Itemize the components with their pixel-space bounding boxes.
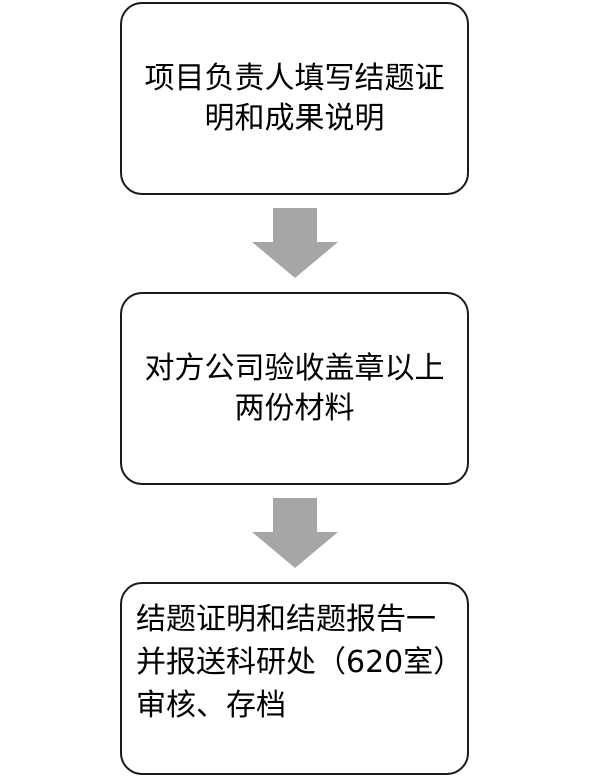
flow-step-3: 结题证明和结题报告一并报送科研处（620室）审核、存档 <box>120 582 469 775</box>
flow-step-1: 项目负责人填写结题证明和成果说明 <box>120 2 469 195</box>
flow-step-2: 对方公司验收盖章以上两份材料 <box>120 292 469 485</box>
flow-step-3-text: 结题证明和结题报告一并报送科研处（620室）审核、存档 <box>136 602 449 723</box>
flow-step-2-text: 对方公司验收盖章以上两份材料 <box>144 350 445 426</box>
down-arrow-icon <box>252 498 338 568</box>
down-arrow-icon <box>252 208 338 278</box>
flow-step-1-text: 项目负责人填写结题证明和成果说明 <box>144 60 445 136</box>
